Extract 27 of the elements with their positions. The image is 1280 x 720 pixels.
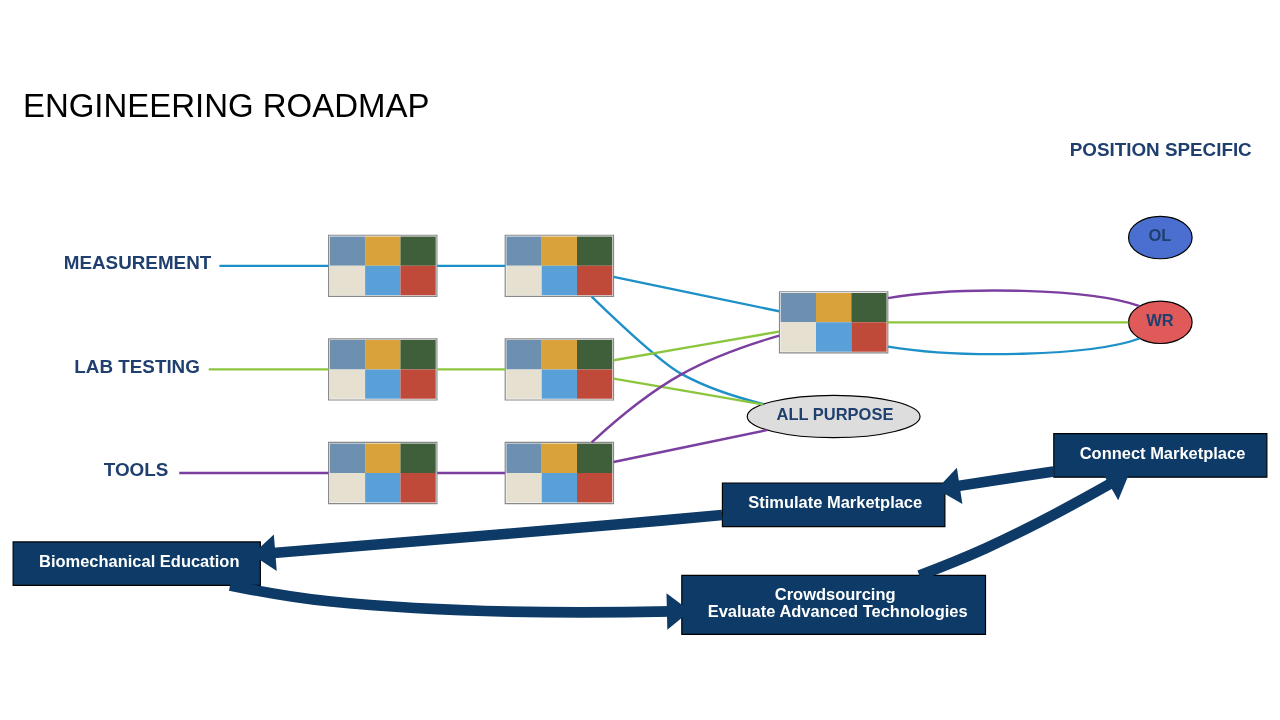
connector (887, 289, 1140, 308)
connector (590, 334, 780, 444)
node-ellipse: ALL PURPOSE (746, 394, 921, 439)
node-text: MEASUREMENT (63, 252, 212, 274)
node-box: Stimulate Marketplace (721, 482, 946, 528)
node-box: Connect Marketplace (1053, 433, 1268, 478)
node-box: Crowdsourcing Evaluate Advanced Technologies (681, 574, 987, 635)
connector (437, 368, 505, 371)
connector (613, 275, 780, 313)
connector (613, 330, 780, 362)
connector (613, 428, 768, 464)
diagram-title: ENGINEERING ROADMAP (22, 86, 430, 124)
connector (437, 471, 505, 475)
node-text: LAB TESTING (74, 355, 200, 377)
connector (179, 471, 329, 475)
node-box: Biomechanical Education (12, 541, 261, 587)
connector (437, 264, 505, 267)
connector (887, 337, 1140, 356)
node-text: TOOLS (103, 459, 169, 481)
connector (219, 264, 329, 267)
connector (888, 321, 1129, 324)
node-ellipse: OL (1127, 215, 1193, 260)
node-ellipse: WR (1127, 300, 1193, 345)
connector (590, 295, 764, 406)
connector (613, 377, 763, 406)
connector (208, 368, 329, 371)
label: POSITION SPECIFIC (1069, 139, 1252, 161)
